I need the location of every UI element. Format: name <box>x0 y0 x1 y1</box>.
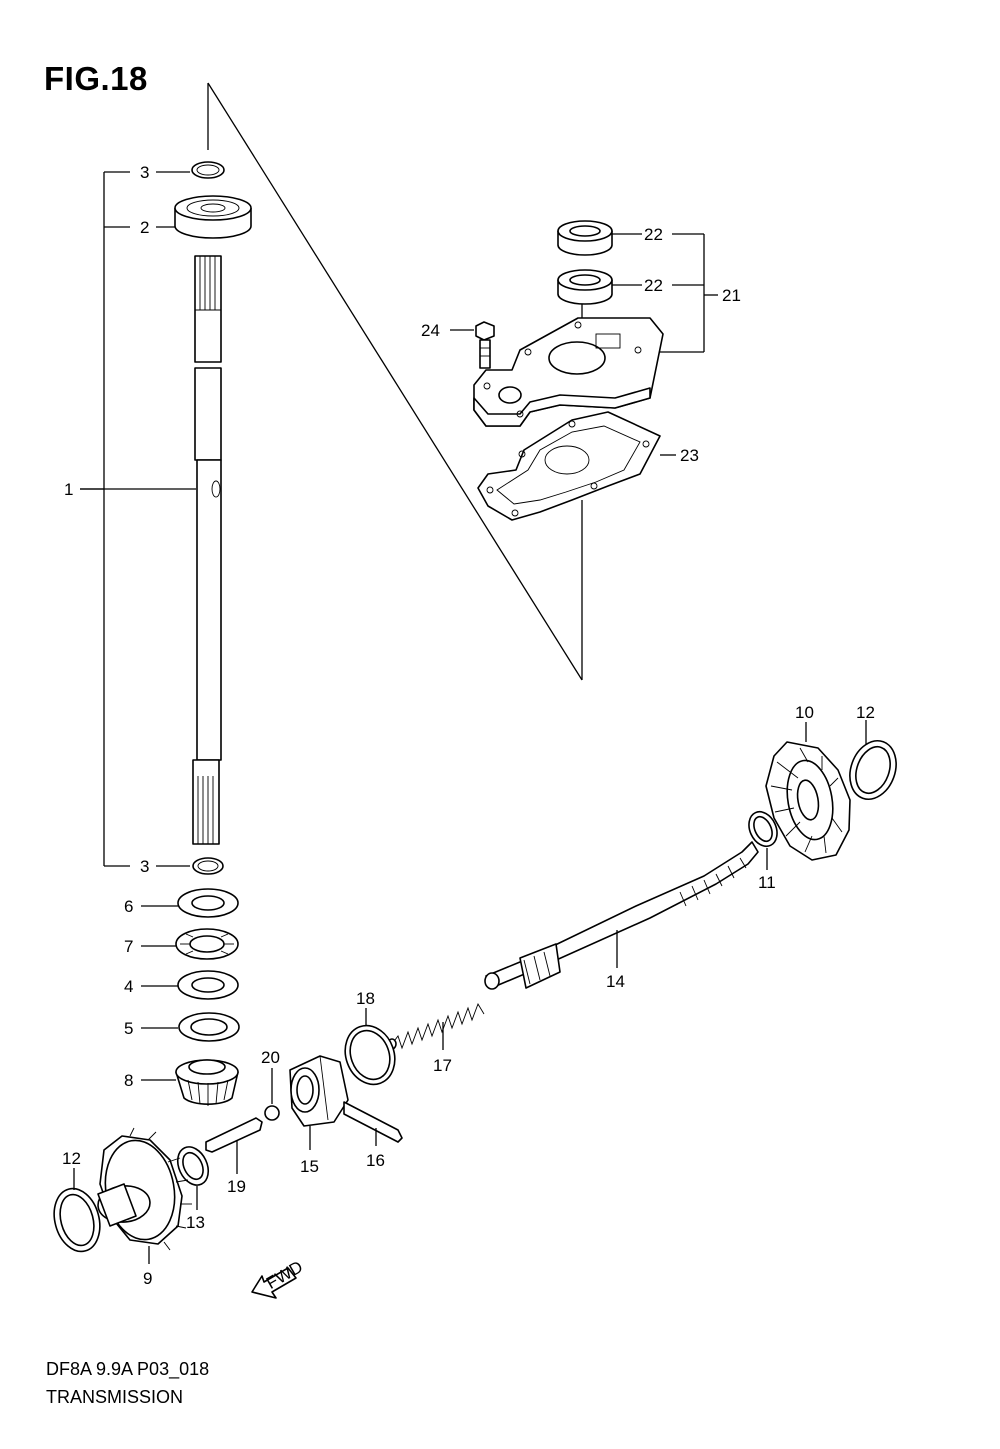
oil-seal-housing <box>473 317 664 427</box>
callout-16: 16 <box>366 1151 385 1170</box>
callout-20: 20 <box>261 1048 280 1067</box>
circlip-top <box>191 161 225 179</box>
oil-seal-lower <box>557 269 613 305</box>
drive-shaft <box>192 255 222 845</box>
assembly-indicator-lines <box>207 82 583 681</box>
callout-22-upper: 22 <box>644 225 663 244</box>
callout-2: 2 <box>140 218 149 237</box>
shift-spring <box>387 1002 485 1050</box>
callout-24: 24 <box>421 321 440 340</box>
callout-labels: 3 2 1 3 6 7 4 5 8 22 22 21 24 23 10 12 1… <box>62 163 875 1288</box>
callout-4: 4 <box>124 977 133 996</box>
figure-code: DF8A 9.9A P03_018 <box>46 1359 210 1379</box>
bracket-drive-shaft <box>80 171 130 867</box>
callout-17: 17 <box>433 1056 452 1075</box>
callout-3-top: 3 <box>140 163 149 182</box>
callout-13: 13 <box>186 1213 205 1232</box>
thrust-needle-bearing <box>175 928 239 960</box>
ball-bearing <box>174 195 252 239</box>
callout-12-right: 12 <box>856 703 875 722</box>
thrust-washer-11 <box>748 810 778 870</box>
thrust-washer-6 <box>177 888 239 918</box>
push-rod <box>205 1117 263 1174</box>
circlip-bottom <box>192 857 224 875</box>
forward-gear <box>765 741 851 861</box>
callout-22-lower: 22 <box>644 276 663 295</box>
callout-6: 6 <box>124 897 133 916</box>
shim-12-right <box>849 720 897 800</box>
bracket-oil-seal-housing <box>581 233 718 380</box>
oil-seal-upper <box>557 220 613 256</box>
callout-7: 7 <box>124 937 133 956</box>
shim-5 <box>178 1012 240 1042</box>
callout-5: 5 <box>124 1019 133 1038</box>
callout-23: 23 <box>680 446 699 465</box>
callout-18: 18 <box>356 989 375 1008</box>
pinion-gear <box>175 1059 239 1106</box>
fwd-arrow-icon: FWD <box>251 1257 306 1299</box>
figure-title: FIG.18 <box>44 60 148 97</box>
clutch-pin <box>343 1101 403 1146</box>
detent-ball <box>264 1068 280 1121</box>
leader-lines <box>80 171 196 1081</box>
callout-8: 8 <box>124 1071 133 1090</box>
figure-name: TRANSMISSION <box>46 1387 184 1407</box>
callout-14: 14 <box>606 972 625 991</box>
callout-19: 19 <box>227 1177 246 1196</box>
callout-11: 11 <box>758 873 776 892</box>
callout-15: 15 <box>300 1157 319 1176</box>
clutch-ring <box>344 1008 396 1086</box>
washer-4 <box>177 970 239 1000</box>
thrust-washer-13 <box>176 1146 210 1210</box>
callout-10: 10 <box>795 703 814 722</box>
gasket <box>477 411 676 521</box>
callout-21: 21 <box>722 286 741 305</box>
propeller-shaft <box>484 841 759 990</box>
fwd-label: FWD <box>263 1257 306 1293</box>
shim-12-left <box>53 1168 101 1253</box>
callout-12-left: 12 <box>62 1149 81 1168</box>
callout-9: 9 <box>143 1269 152 1288</box>
bolt <box>450 321 495 369</box>
callout-3-bottom: 3 <box>140 857 149 876</box>
callout-1: 1 <box>64 480 73 499</box>
reverse-gear <box>97 1127 192 1264</box>
clutch-dog <box>289 1055 349 1150</box>
